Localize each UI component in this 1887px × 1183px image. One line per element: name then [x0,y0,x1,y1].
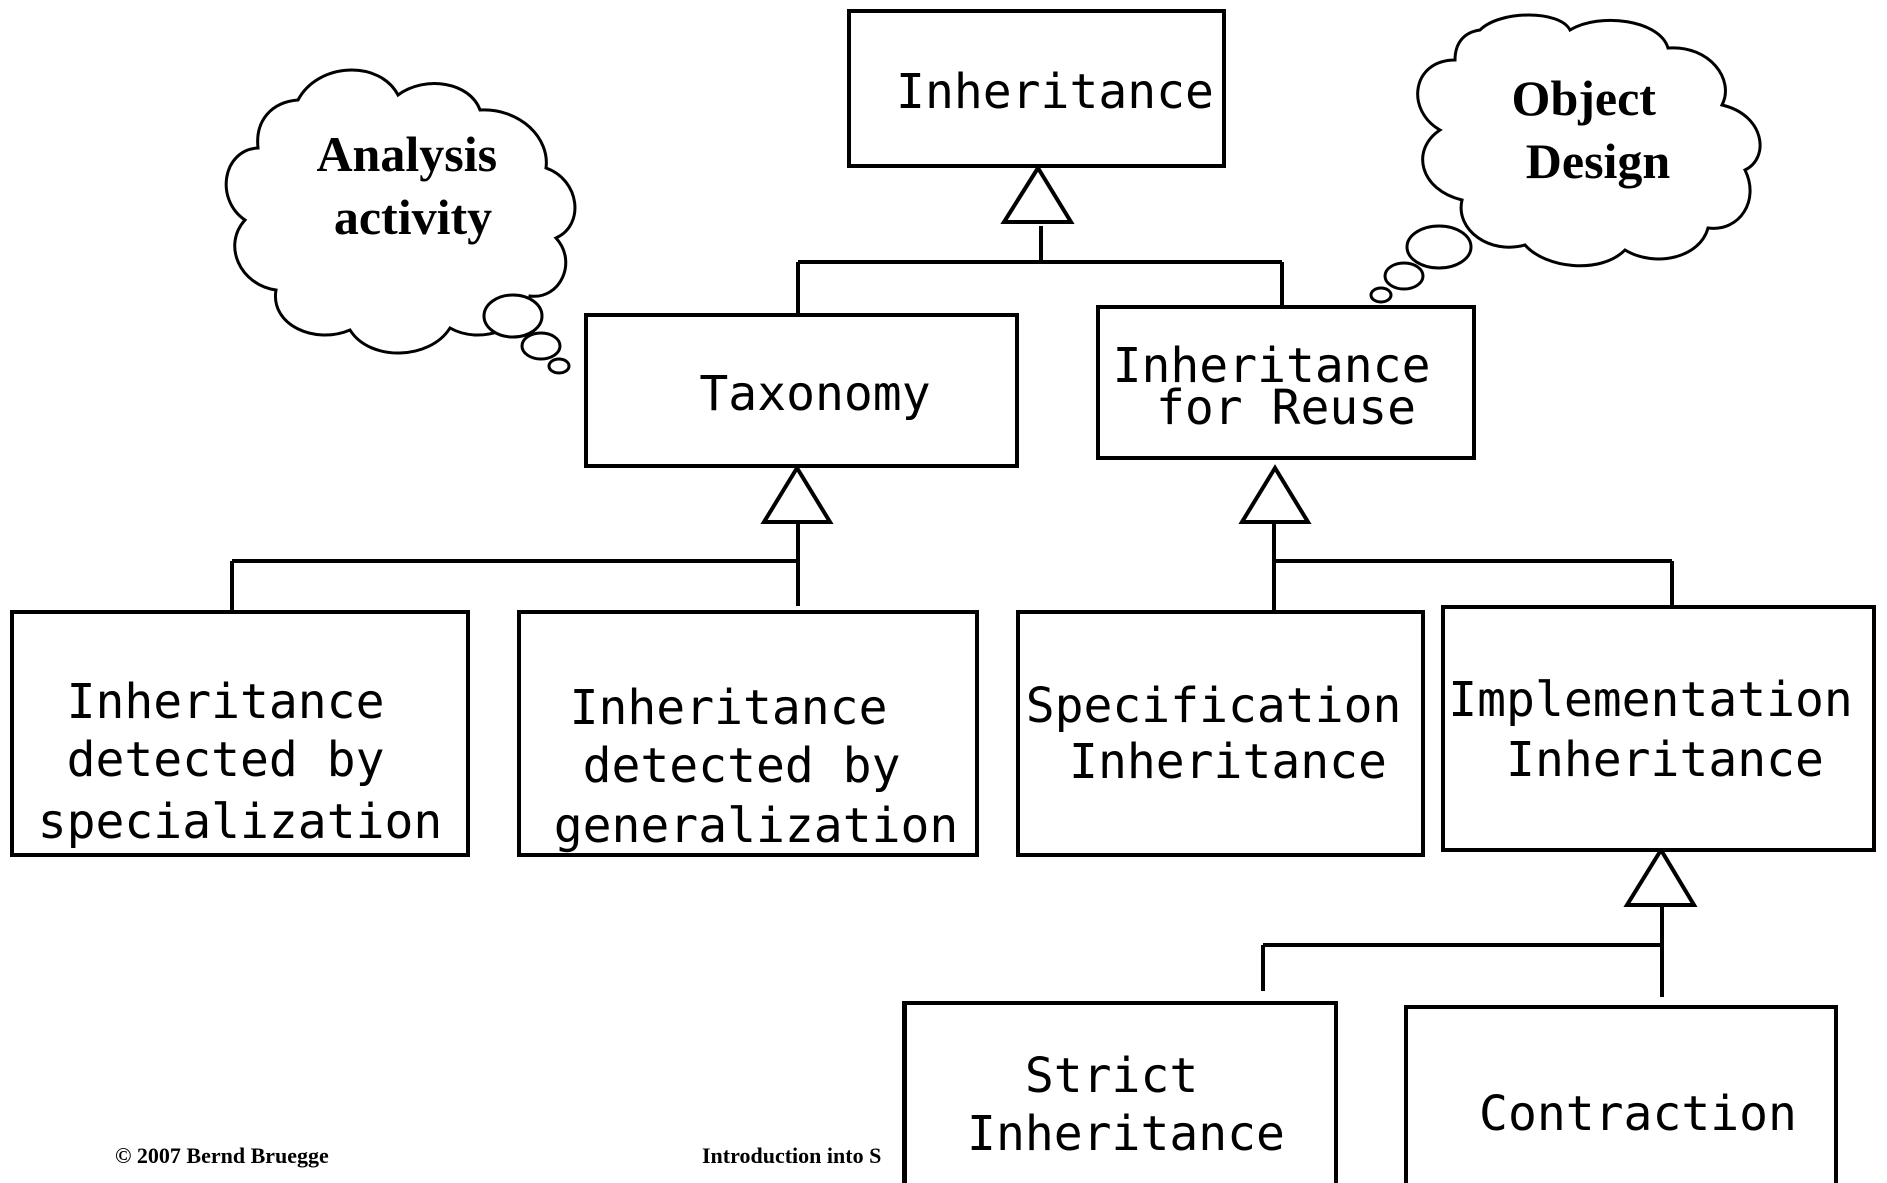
specialization-label-line2: detected by [67,732,385,788]
inheritance-for-reuse-label-line1: Inheritance [1113,338,1431,394]
svg-text:Inheritance: Inheritance [896,64,1214,120]
generalization-arrowhead-implementation [1623,846,1698,907]
thought-cloud-analysis: Analysis activity [224,68,577,375]
implementation-label-line1: Implementation [1448,672,1853,728]
specification-label-line1: Specification [1026,678,1402,734]
class-box-inheritance: Inheritance [847,9,1226,168]
generalization-arrowhead-reuse [1238,464,1312,524]
footer-course-title: Introduction into S [702,1143,881,1168]
class-box-detected-by-specialization: Inheritance detected by specialization [10,610,470,857]
analysis-cloud-line1: Analysis [316,126,497,182]
svg-text:Implementation Inheritan: Implementation Inheritance [1448,672,1881,788]
class-box-specification-inheritance: Specification Inheritance [1016,610,1431,857]
edge-reuse-children [1272,522,1674,612]
class-box-strict-inheritance: Strict Inheritance [902,1001,1338,1183]
edge-taxonomy-children [230,522,800,612]
object-design-cloud-line1: Object [1512,70,1657,126]
svg-text:Inheritance for Reuse: Inheritance for Reuse [1113,338,1460,436]
contraction-label: Contraction [1479,1086,1797,1142]
strict-box-mask [906,1005,910,1183]
implementation-label-line2: Inheritance [1506,732,1824,788]
strict-label-line2: Inheritance [967,1106,1285,1162]
generalization-arrowhead-inheritance [1000,164,1075,224]
class-box-detected-by-generalization: Inheritance detected by generalization [517,610,979,857]
class-box-implementation-inheritance: Implementation Inheritance [1441,605,1881,852]
generalization-label-line1: Inheritance [570,680,888,736]
svg-text:Specification Inheritanc: Specification Inheritance [1026,678,1431,790]
analysis-cloud-line2: activity [334,189,492,245]
generalization-arrowhead-taxonomy [760,464,834,524]
inheritance-label: Inheritance [896,64,1214,120]
svg-text:Object Design: Object Design [1512,70,1671,189]
footer-copyright: © 2007 Bernd Bruegge [115,1143,329,1168]
inheritance-for-reuse-label-line2: for Reuse [1156,380,1416,436]
svg-text:Analysis activity: Analysis activity [316,126,509,245]
taxonomy-label: Taxonomy [699,366,930,422]
class-box-inheritance-for-reuse: Inheritance for Reuse [1096,305,1476,460]
specification-label-line2: Inheritance [1069,734,1387,790]
generalization-label-line3: generalization [554,798,959,854]
specialization-label-line3: specialization [38,794,443,850]
generalization-label-line2: detected by [583,738,901,794]
specialization-label-line1: Inheritance [67,674,385,730]
edge-inheritance-children [796,226,1284,316]
svg-text:Taxonomy: Taxonomy [699,366,930,422]
strict-label-line1: Strict [1025,1048,1198,1104]
svg-text:Inheritance detected by: Inheritance detected by generalization [554,680,959,854]
edge-implementation-children [1261,905,1664,997]
svg-text:Inheritance detected by: Inheritance detected by specialization [38,674,443,850]
class-box-contraction: Contraction [1404,1005,1838,1183]
thought-cloud-object-design: Object Design [1369,13,1762,304]
class-box-taxonomy: Taxonomy [584,313,1019,468]
object-design-cloud-line2: Design [1526,133,1671,189]
svg-text:Contraction: Contraction [1479,1086,1797,1142]
svg-text:Strict Inheritance: Strict Inheritance [967,1048,1285,1162]
